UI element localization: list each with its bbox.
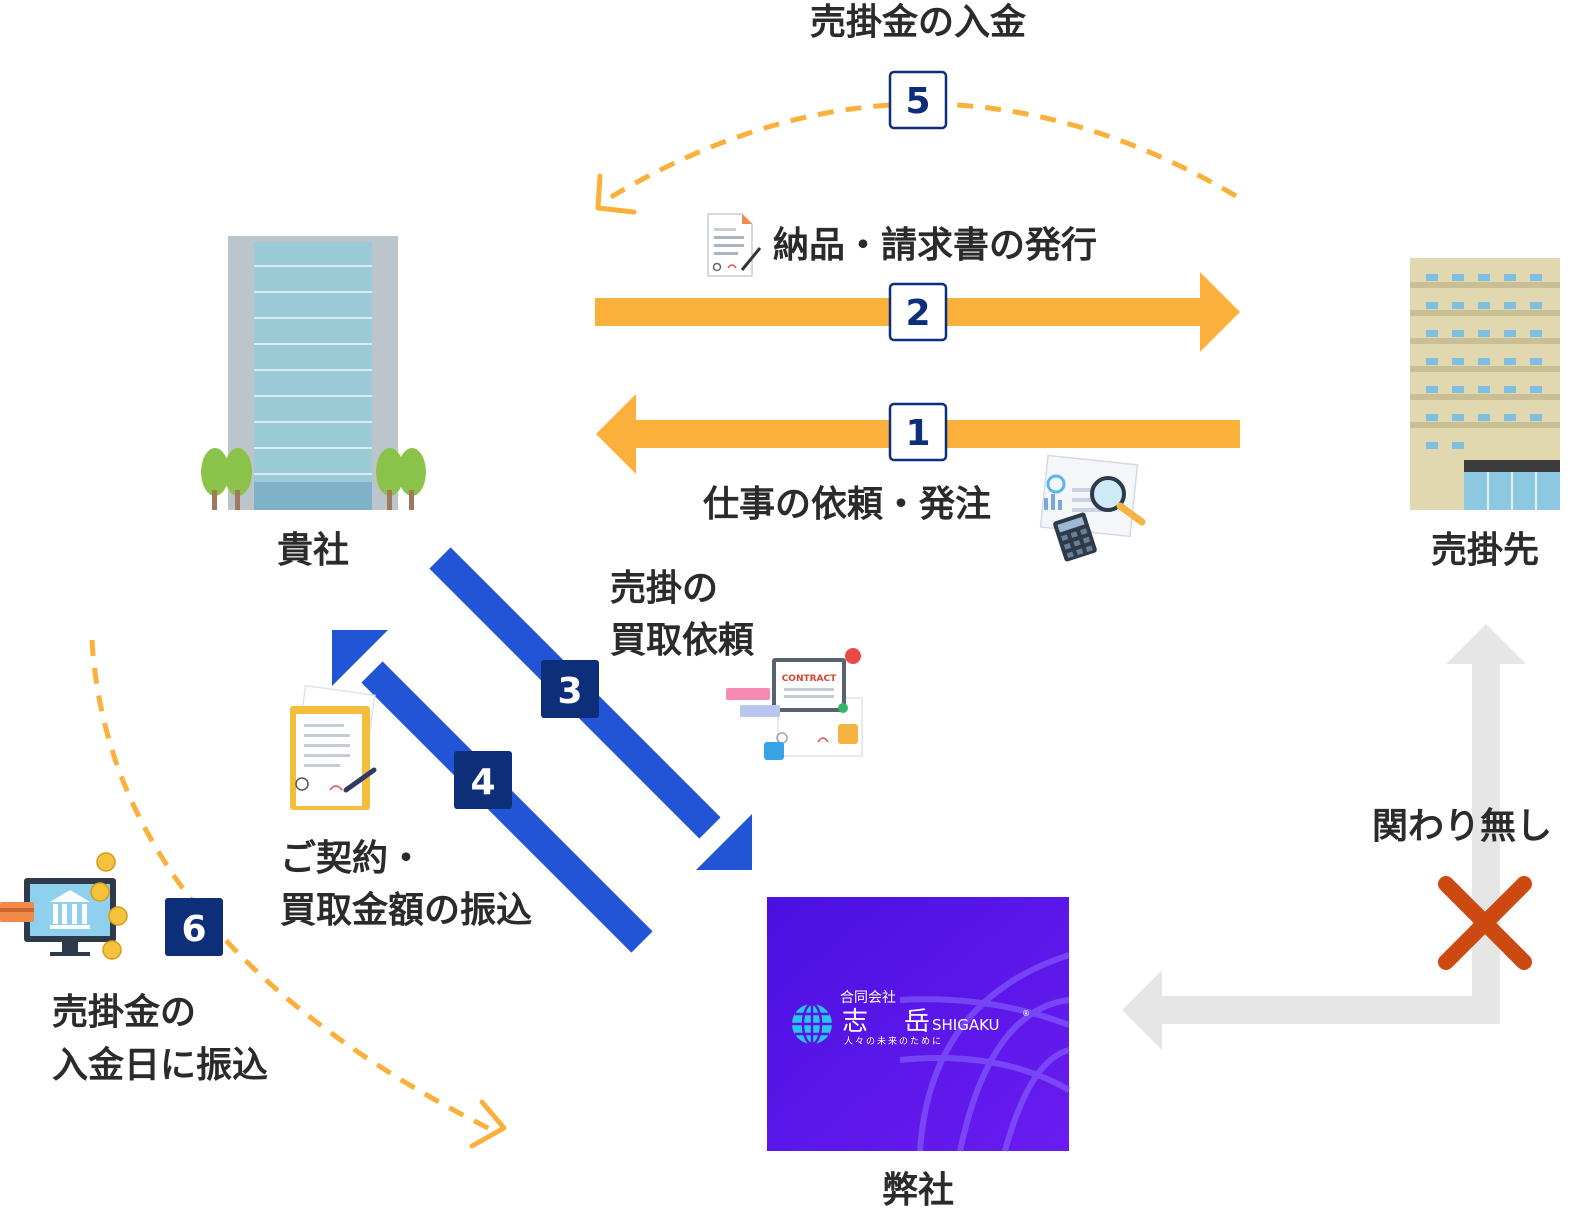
svg-text:4: 4 [470, 762, 495, 803]
calculator-icon [1039, 454, 1146, 562]
svg-text:人々の未来のために: 人々の未来のために [844, 1035, 943, 1047]
client-label: 貴社 [277, 530, 349, 571]
svg-text:2: 2 [905, 293, 930, 334]
no-relation-label: 関わり無し [1372, 806, 1552, 847]
step1-number-badge: 1 [888, 402, 948, 462]
step2-number-badge: 2 [888, 282, 948, 342]
folder-icon [290, 684, 377, 810]
svg-text:®: ® [1022, 1009, 1030, 1018]
step5-label: 売掛金の入金 [810, 1, 1027, 43]
svg-text:SHIGAKU: SHIGAKU [932, 1016, 1000, 1034]
bank-monitor-icon [0, 852, 128, 960]
svg-text:5: 5 [905, 81, 930, 122]
step6-dashed-arrow [89, 639, 507, 1149]
logo-globe-mark [792, 1002, 832, 1046]
step3-label-line1: 売掛の [610, 568, 718, 609]
step3-number-badge: 3 [541, 660, 599, 718]
customer-label: 売掛先 [1431, 530, 1539, 571]
step4-label-line1: ご契約・ [280, 838, 424, 879]
step6-label-line1: 売掛金の [52, 991, 196, 1033]
svg-text:6: 6 [181, 909, 206, 950]
us-label: 弊社 [882, 1170, 954, 1211]
step2-label: 納品・請求書の発行 [773, 225, 1097, 266]
step3-label-line2: 買取依頼 [610, 620, 755, 661]
globe-icon [899, 952, 1071, 1152]
svg-text:志: 志 [842, 1007, 868, 1037]
step5-number-badge: 5 [888, 70, 948, 130]
svg-text:1: 1 [905, 413, 930, 454]
document-icon [707, 213, 762, 277]
step4-label-line2: 買取金額の振込 [280, 889, 532, 931]
step5-dashed-arrow [595, 101, 1238, 215]
svg-text:岳: 岳 [904, 1007, 930, 1037]
cross-icon [1438, 876, 1532, 970]
contract-icon: CONTRACT [726, 648, 863, 760]
company-logo: 合同会社 志 岳 SHIGAKU ® 人々の未来のために [767, 897, 1071, 1152]
svg-text:CONTRACT: CONTRACT [782, 674, 837, 684]
step6-label-line2: 入金日に振込 [52, 1044, 268, 1086]
svg-text:3: 3 [557, 671, 582, 712]
step6-number-badge: 6 [165, 898, 223, 956]
step1-label: 仕事の依頼・発注 [703, 484, 991, 525]
apartment-icon [1410, 258, 1560, 510]
svg-text:合同会社: 合同会社 [840, 990, 896, 1006]
building-icon [201, 236, 426, 510]
no-relation-arrow [1122, 624, 1526, 1050]
step4-number-badge: 4 [454, 751, 512, 809]
